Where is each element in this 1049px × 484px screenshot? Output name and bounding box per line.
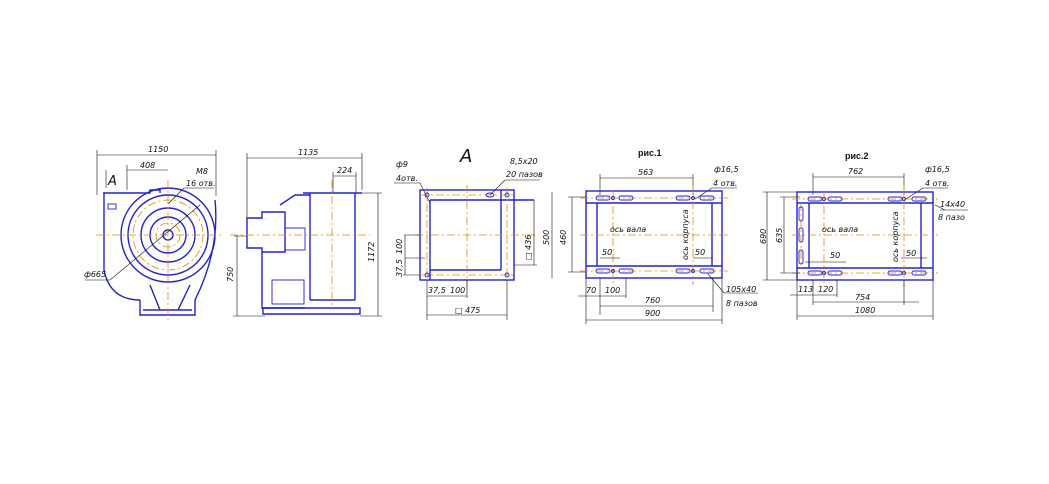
fig1-d760: 760 (645, 296, 660, 305)
slot-label: 8,5х20 (510, 157, 538, 166)
front-view: 1150 A 408 M8 16 отв. ф665 (84, 145, 222, 320)
fig1-span: 563 (638, 168, 653, 177)
fig1-d100: 100 (605, 286, 620, 295)
dim-axis-height: 750 (226, 267, 235, 282)
fig2-d50b: 50 (906, 249, 916, 258)
slot-count: 20 пазов (506, 170, 543, 179)
fig2-d1080: 1080 (855, 306, 875, 315)
fig2-hole: ф16,5 (925, 165, 950, 174)
view-a-title: A (459, 146, 472, 167)
fig1-slot: 105х40 (726, 285, 756, 294)
view-a: A ф9 4отв. 8,5х20 20 пазов □ 436 500 460… (394, 146, 568, 320)
fig1-title: рис.1 (638, 148, 662, 158)
dim-spacing-h2: 100 (450, 286, 465, 295)
fig1-hole: ф16,5 (714, 165, 739, 174)
dim-outlet: 224 (337, 166, 352, 175)
fig1-d70: 70 (586, 286, 596, 295)
fig2-hole-count: 4 отв. (925, 179, 949, 188)
fig1-shaft-axis: ось вала (610, 225, 646, 234)
dim-spacing-v2: 37,5 (395, 259, 404, 277)
view-mark: A (107, 174, 117, 189)
fig1-hole-count: 4 отв. (713, 179, 737, 188)
dim-diameter: ф665 (84, 270, 106, 279)
dim-height: 1172 (367, 242, 376, 262)
hole-label: ф9 (396, 160, 408, 169)
hole-count: 4отв. (396, 174, 418, 183)
figure-2: рис.2 762 ф16,5 4 отв. ось вала ось корп… (759, 151, 968, 320)
dim-square: □ 475 (455, 306, 480, 315)
fig2-outer: 690 (759, 229, 768, 244)
fig2-d113: 113 (798, 285, 813, 294)
dim-width: 1150 (148, 145, 168, 154)
side-view: 1135 224 750 1172 (226, 148, 382, 317)
fig2-title: рис.2 (845, 151, 869, 161)
figure-1: рис.1 563 ф16,5 4 отв. ось вала ось корп… (568, 148, 758, 324)
dim-length: 1135 (298, 148, 318, 157)
fig2-d120: 120 (818, 285, 833, 294)
fig2-d50a: 50 (830, 251, 840, 260)
fig2-slot-count: 8 пазо (938, 213, 965, 222)
dim-frame-height: 460 (559, 230, 568, 245)
fig1-body-axis: ось корпуса (681, 209, 690, 260)
dim-outer: 500 (542, 230, 551, 245)
dim-spacing-h1: 37,5 (428, 286, 446, 295)
fig1-d900: 900 (645, 309, 660, 318)
dim-spacing-v1: 100 (395, 239, 404, 254)
fig2-slot: 14х40 (940, 200, 965, 209)
fig1-d50b: 50 (695, 248, 705, 257)
fig1-slot-count: 8 пазов (726, 299, 758, 308)
fig1-d50a: 50 (602, 248, 612, 257)
thread-label: M8 (196, 167, 208, 176)
fig2-span: 762 (848, 167, 863, 176)
dim-inner-square: □ 436 (524, 235, 533, 260)
fig2-inner: 635 (775, 228, 784, 243)
dim-offset: 408 (140, 161, 155, 170)
thread-count: 16 отв. (186, 179, 216, 188)
fig2-body-axis: ось корпуса (891, 211, 900, 262)
fig2-shaft-axis: ось вала (822, 225, 858, 234)
fig2-d754: 754 (855, 293, 870, 302)
